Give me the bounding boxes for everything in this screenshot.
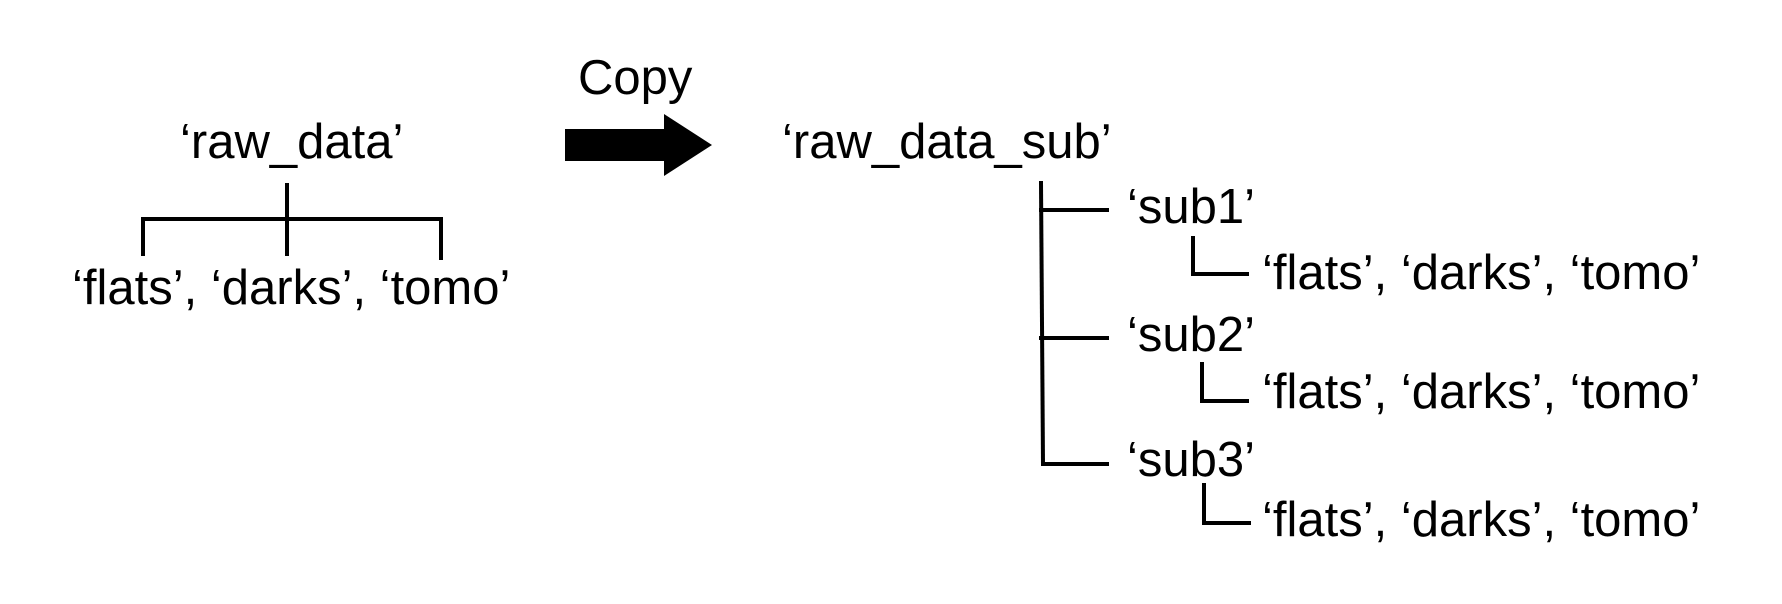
left-children-label: ‘flats’, ‘darks’, ‘tomo’: [72, 261, 511, 315]
left-root-label: ‘raw_data’: [180, 115, 404, 169]
right-root-label: ‘raw_data_sub’: [782, 115, 1112, 169]
subgroup-label-sub2: ‘sub2’: [1127, 308, 1256, 362]
copy-arrow-icon: [565, 114, 712, 176]
subgroup-children-sub1: ‘flats’, ‘darks’, ‘tomo’: [1262, 246, 1701, 300]
subgroup-label-sub3: ‘sub3’: [1127, 433, 1256, 487]
right-root-trunk: [1038, 180, 1046, 467]
subgroup-children-sub3: ‘flats’, ‘darks’, ‘tomo’: [1262, 493, 1701, 547]
copy-label: Copy: [578, 51, 693, 105]
subgroup-label-sub1: ‘sub1’: [1127, 180, 1256, 234]
subgroup-children-sub2: ‘flats’, ‘darks’, ‘tomo’: [1262, 365, 1701, 419]
